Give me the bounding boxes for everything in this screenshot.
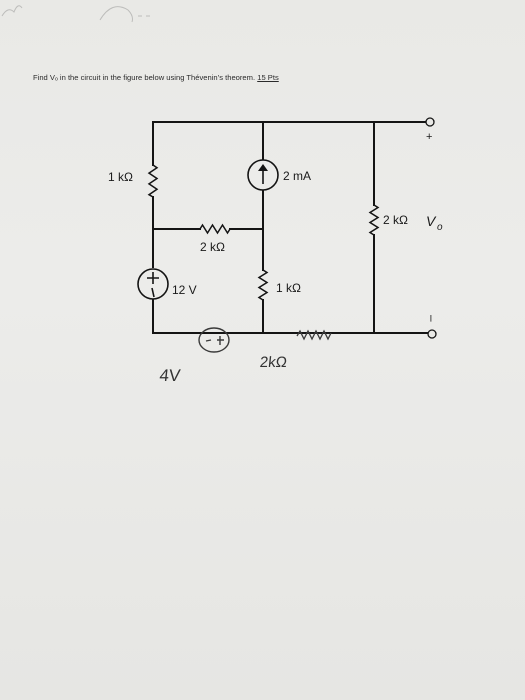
question-body: Find Vₒ in the circuit in the figure bel… [33,73,256,82]
voltage-source-icon [137,268,169,300]
resistor-output-2k [368,204,380,236]
output-plus-label: + [426,131,432,143]
question-text: Find Vₒ in the circuit in the figure bel… [33,73,279,82]
output-minus-label: – [425,315,439,322]
output-terminal-negative [427,329,437,339]
handwritten-resistor-icon [296,329,332,341]
output-voltage-label: V [426,213,437,229]
output-resistor-label: 2 kΩ [383,213,408,227]
handwritten-resistor-label: 2kΩ [259,354,288,371]
voltage-source-label: 12 V [172,283,197,297]
output-terminal-positive [425,117,435,127]
output-voltage-subscript: o [437,222,443,233]
center-resistor-label: 1 kΩ [276,281,301,295]
wires [152,121,429,334]
top-scribbles [1,5,150,23]
resistor-left-1k [147,164,159,198]
left-resistor-label: 1 kΩ [108,170,133,184]
points-label: 15 Pts [257,73,279,82]
handwritten-voltage-source-icon [198,327,230,353]
current-source-label: 2 mA [283,169,311,183]
handwritten-source-label: 4V [159,366,182,385]
resistor-center-1k [257,269,269,301]
resistor-middle-2k [199,223,231,235]
middle-resistor-label: 2 kΩ [200,240,225,254]
current-source-icon [247,159,279,191]
